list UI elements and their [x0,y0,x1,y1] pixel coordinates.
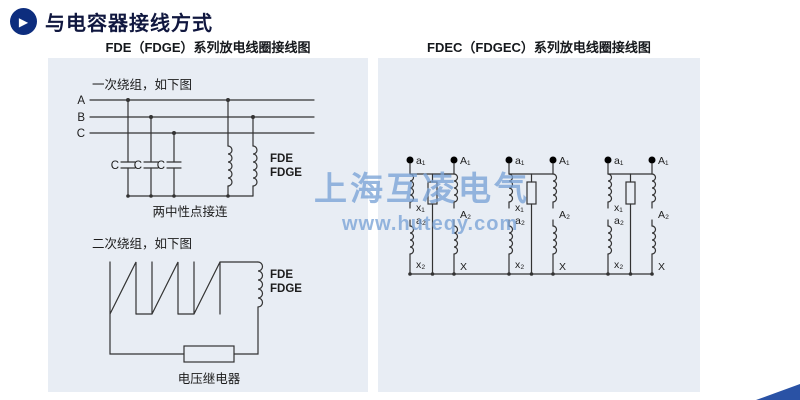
terminal-a1: a₁ [614,155,624,167]
secondary-coil-label-1: FDE [270,269,293,281]
neutral-caption: 两中性点接连 [152,204,228,219]
corner-decoration [756,384,800,400]
terminal-a2: a₂ [515,215,525,227]
terminal-A1: A₁ [658,155,669,167]
resistor [427,181,438,205]
voltage-relay-caption: 电压继电器 [178,372,241,386]
fde-diagram-panel: 一次绕组，如下图 A B C C C C FDE FDGE 两中性点接连 二次绕… [48,58,368,392]
secondary-circuit-wires [109,261,264,363]
page-header: ▶ 与电容器接线方式 [10,7,213,36]
terminal-x2: x₂ [614,259,623,271]
secondary-coil-label-2: FDGE [270,283,302,295]
page-title: 与电容器接线方式 [45,13,213,35]
terminal-x1: x₁ [614,202,623,214]
right-diagram-title: FDEC（FDGEC）系列放电线圈接线图 [427,40,651,55]
terminal-x2: x₂ [416,259,425,271]
transformer-unit-1: a₁ A₁ x₁ a₂ x₂ A₂ X [406,155,471,276]
primary-circuit-wires [89,99,315,197]
fde-wiring-diagram: 一次绕组，如下图 A B C C C C FDE FDGE 两中性点接连 二次绕… [77,77,315,386]
transformer-unit-3: a₁ A₁ x₁ a₂ x₂ A₂ X [604,155,669,276]
transformer-unit-2: a₁ A₁ x₁ a₂ x₂ A₂ X [505,155,570,276]
terminal-A2: A₂ [460,209,471,221]
terminal-x1: x₁ [515,202,524,214]
fdec-wiring-diagram: a₁ A₁ x₁ a₂ x₂ A₂ X [406,155,669,276]
phase-c-label: C [77,128,85,140]
primary-coil-label-1: FDE [270,153,293,165]
terminal-X: X [658,261,665,273]
primary-coil-label-2: FDGE [270,167,302,179]
junction-dots [126,98,255,198]
capacitor-label-1: C [111,160,119,172]
capacitor-label-2: C [134,160,142,172]
capacitor-label-3: C [157,160,165,172]
voltage-relay-box [183,345,235,363]
resistor [625,181,636,205]
terminal-A2: A₂ [559,209,570,221]
phase-b-label: B [77,112,85,124]
secondary-winding-caption: 二次绕组，如下图 [92,236,192,251]
fdec-diagram-panel: a₁ A₁ x₁ a₂ x₂ A₂ X [378,58,700,392]
terminal-X: X [460,261,467,273]
primary-winding-caption: 一次绕组，如下图 [92,77,192,92]
terminal-a2: a₂ [416,215,426,227]
terminal-A1: A₁ [460,155,471,167]
terminal-a1: a₁ [515,155,525,167]
resistor [526,181,537,205]
terminal-X: X [559,261,566,273]
phase-a-label: A [77,95,85,107]
play-arrow-icon: ▶ [10,8,37,35]
terminal-x2: x₂ [515,259,524,271]
terminal-a1: a₁ [416,155,426,167]
terminal-A2: A₂ [658,209,669,221]
terminal-A1: A₁ [559,155,570,167]
terminal-a2: a₂ [614,215,624,227]
terminal-x1: x₁ [416,202,425,214]
left-diagram-title: FDE（FDGE）系列放电线圈接线图 [105,40,311,55]
